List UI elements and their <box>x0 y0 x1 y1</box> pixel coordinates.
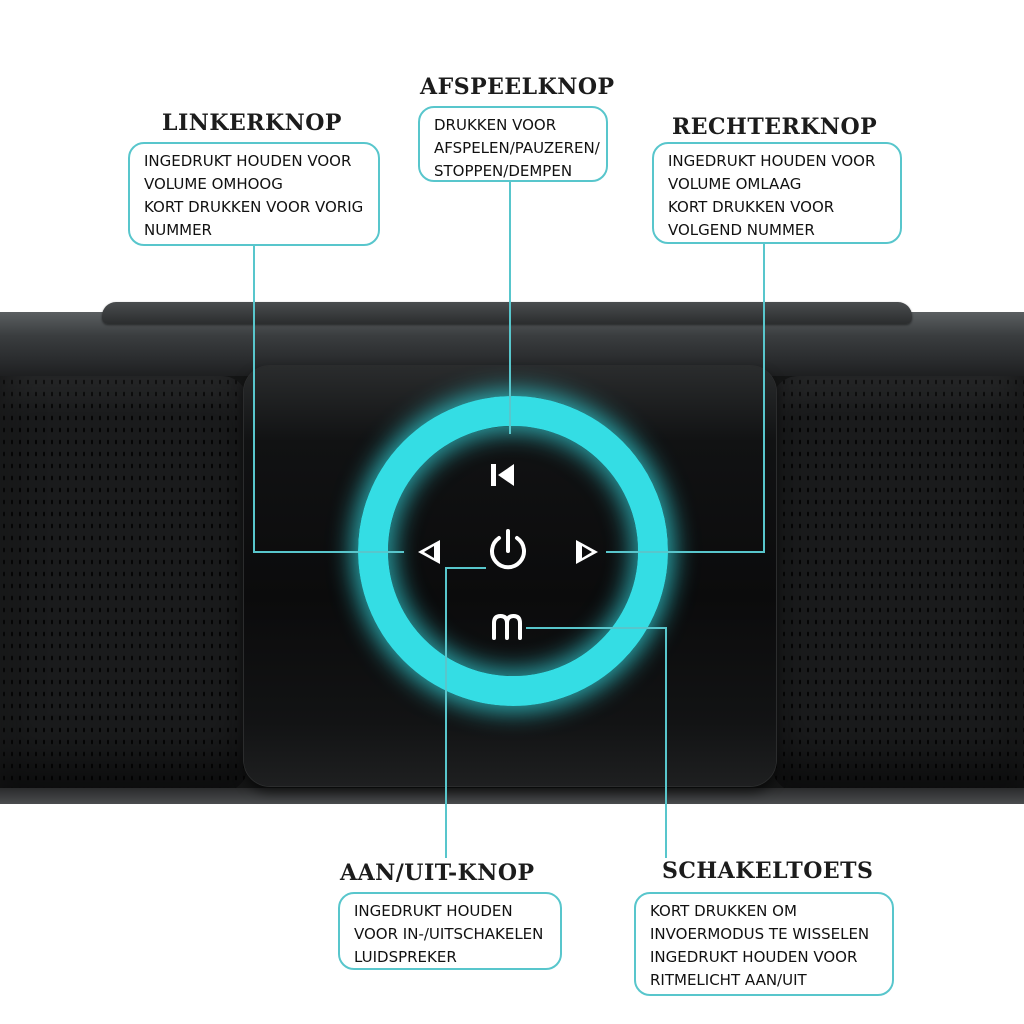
mode-m-icon[interactable] <box>490 612 524 640</box>
speaker-bottom-edge <box>0 788 1024 804</box>
power-description-line: LUIDSPREKER <box>354 948 457 966</box>
mode-button-description: KORT DRUKKEN OM INVOERMODUS TE WISSELEN … <box>634 892 894 996</box>
power-description-line: INGEDRUKT HOUDEN <box>354 902 513 920</box>
speaker-grille-right <box>772 376 1024 792</box>
left-description-line: NUMMER <box>144 221 212 239</box>
left-description-line: KORT DRUKKEN VOOR VORIG <box>144 198 364 216</box>
left-description-line: VOLUME OMHOOG <box>144 175 283 193</box>
right-description-line: KORT DRUKKEN VOOR <box>668 198 835 216</box>
play-description-line: AFSPELEN/PAUZEREN/ <box>434 139 600 157</box>
right-description-line: VOLUME OMLAAG <box>668 175 802 193</box>
connector-mode <box>526 627 667 858</box>
power-icon[interactable] <box>484 526 532 574</box>
play-button-title: AFSPEELKNOP <box>420 74 615 100</box>
mode-button-title: SCHAKELTOETS <box>662 858 874 884</box>
play-button-description: DRUKKEN VOOR AFSPELEN/PAUZEREN/ STOPPEN/… <box>418 106 608 182</box>
left-button-title: LINKERKNOP <box>162 110 342 136</box>
play-description-line: STOPPEN/DEMPEN <box>434 162 573 180</box>
right-description-line: INGEDRUKT HOUDEN VOOR <box>668 152 876 170</box>
speaker-top-ridge <box>102 302 912 324</box>
mode-description-line: INGEDRUKT HOUDEN VOOR <box>650 948 858 966</box>
power-description-line: VOOR IN-/UITSCHAKELEN <box>354 925 544 943</box>
connector-power <box>445 567 486 858</box>
mode-description-line: RITMELICHT AAN/UIT <box>650 971 807 989</box>
skip-previous-icon[interactable] <box>488 460 518 490</box>
play-description-line: DRUKKEN VOOR <box>434 116 557 134</box>
connector-right <box>606 242 765 553</box>
connector-left <box>253 244 404 553</box>
chevron-right-icon[interactable] <box>572 536 604 568</box>
left-button-description: INGEDRUKT HOUDEN VOOR VOLUME OMHOOG KORT… <box>128 142 380 246</box>
right-description-line: VOLGEND NUMMER <box>668 221 815 239</box>
speaker-grille-left <box>0 376 248 792</box>
chevron-left-icon[interactable] <box>412 536 444 568</box>
mode-description-line: KORT DRUKKEN OM <box>650 902 797 920</box>
right-button-description: INGEDRUKT HOUDEN VOOR VOLUME OMLAAG KORT… <box>652 142 902 244</box>
left-description-line: INGEDRUKT HOUDEN VOOR <box>144 152 352 170</box>
power-button-title: AAN/UIT-KNOP <box>340 860 535 886</box>
right-button-title: RECHTERKNOP <box>672 114 878 140</box>
mode-description-line: INVOERMODUS TE WISSELEN <box>650 925 870 943</box>
power-button-description: INGEDRUKT HOUDEN VOOR IN-/UITSCHAKELEN L… <box>338 892 562 970</box>
